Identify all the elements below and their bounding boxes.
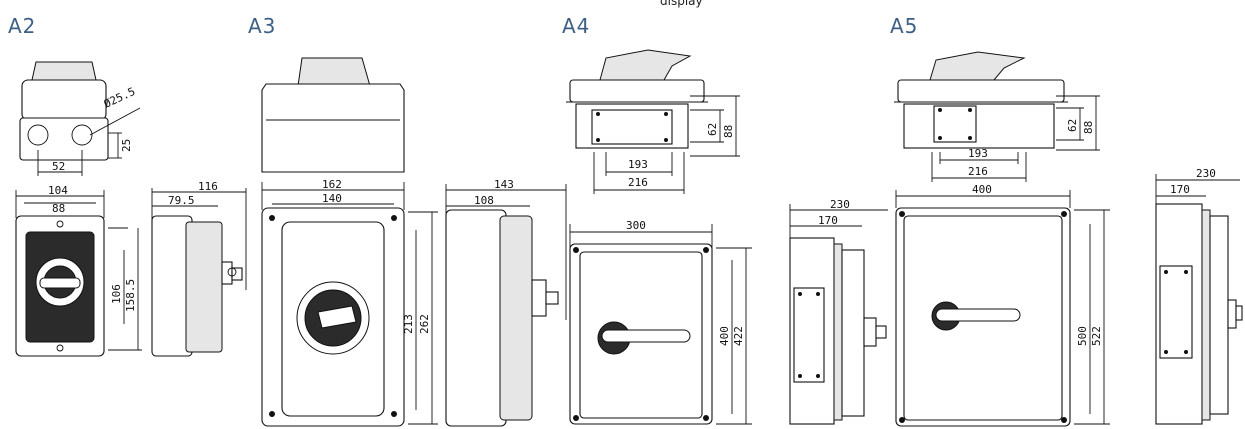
- a5-top-view: 193 216 62 88: [894, 51, 1100, 182]
- a3-drawing: 162 140 213 262 143 108: [261, 57, 567, 427]
- a3-top-view: [261, 57, 405, 173]
- a5-dim-side-width-2: 170: [818, 214, 838, 227]
- a4-dim-plate-height-1: 62: [706, 123, 719, 136]
- a4-top-view: 193 216 62 88: [566, 49, 740, 194]
- a5-dim-side2-width-1: 230: [1196, 167, 1216, 180]
- a2-drawing: 52 Ø25.5 25 104 88 106 158.5: [15, 61, 247, 357]
- a2-dim-depth-inner: 79.5: [168, 194, 195, 207]
- a5-dim-height-inner: 500: [1076, 326, 1089, 346]
- a2-dim-hole-spacing: 52: [52, 160, 65, 173]
- a5-dim-plate-height-1: 62: [1066, 119, 1079, 132]
- a5-dim-front-width: 400: [972, 183, 992, 196]
- a2-dim-height-inner: 106: [110, 284, 123, 304]
- a4-front-view: 300 400 422: [569, 219, 752, 425]
- a5-side-view-left: 230 170: [789, 198, 888, 425]
- a2-dim-hole-diameter: Ø25.5: [102, 85, 138, 111]
- model-label-a5: A5: [890, 14, 919, 38]
- a3-front-view: 162 140 213 262: [261, 178, 438, 427]
- a3-dim-inner-width: 140: [322, 192, 342, 205]
- a2-front-view: 104 88 106 158.5: [15, 184, 142, 357]
- a3-dim-top-width: 162: [322, 178, 342, 191]
- a5-dim-side2-width-2: 170: [1170, 183, 1190, 196]
- a2-dim-height-outer: 158.5: [124, 279, 137, 312]
- model-label-a2: A2: [8, 14, 37, 38]
- a2-dim-depth: 116: [198, 180, 218, 193]
- a5-dim-plate-width-2: 216: [968, 165, 988, 178]
- a4-drawing: 193 216 62 88 300 400 422: [566, 49, 752, 425]
- caption-fragment: display: [660, 0, 703, 8]
- a4-dim-plate-width-2: 216: [628, 176, 648, 189]
- a2-top-view: 52 Ø25.5 25: [19, 61, 141, 176]
- model-label-a4: A4: [562, 14, 591, 38]
- a2-side-view: 116 79.5: [151, 180, 247, 357]
- a4-dim-front-width: 300: [626, 219, 646, 232]
- a2-dim-top-width: 104: [48, 184, 68, 197]
- a3-side-view: 143 108: [445, 178, 567, 427]
- a5-front-view: 500 522: [895, 207, 1110, 427]
- a5-dim-plate-width-1: 193: [968, 147, 988, 160]
- a3-dim-depth: 143: [494, 178, 514, 191]
- a3-dim-height-outer: 262: [418, 314, 431, 334]
- a2-dim-hole-height: 25: [120, 139, 133, 152]
- a3-dim-height-inner: 213: [402, 314, 415, 334]
- model-label-a3: A3: [248, 14, 277, 38]
- a3-dim-depth-inner: 108: [474, 194, 494, 207]
- a5-dim-height-outer: 522: [1090, 326, 1103, 346]
- a4-dim-height-inner: 400: [718, 326, 731, 346]
- a5-dim-plate-height-2: 88: [1082, 121, 1095, 134]
- a5-drawing: 193 216 62 88 400 230 170: [789, 51, 1243, 427]
- a5-side-view-right: 230 170: [1155, 167, 1243, 425]
- a2-dim-inner-width: 88: [52, 202, 65, 215]
- a4-dim-height-outer: 422: [732, 326, 745, 346]
- a5-dim-side-width-1: 230: [830, 198, 850, 211]
- a4-dim-plate-width-1: 193: [628, 158, 648, 171]
- a4-dim-plate-height-2: 88: [722, 125, 735, 138]
